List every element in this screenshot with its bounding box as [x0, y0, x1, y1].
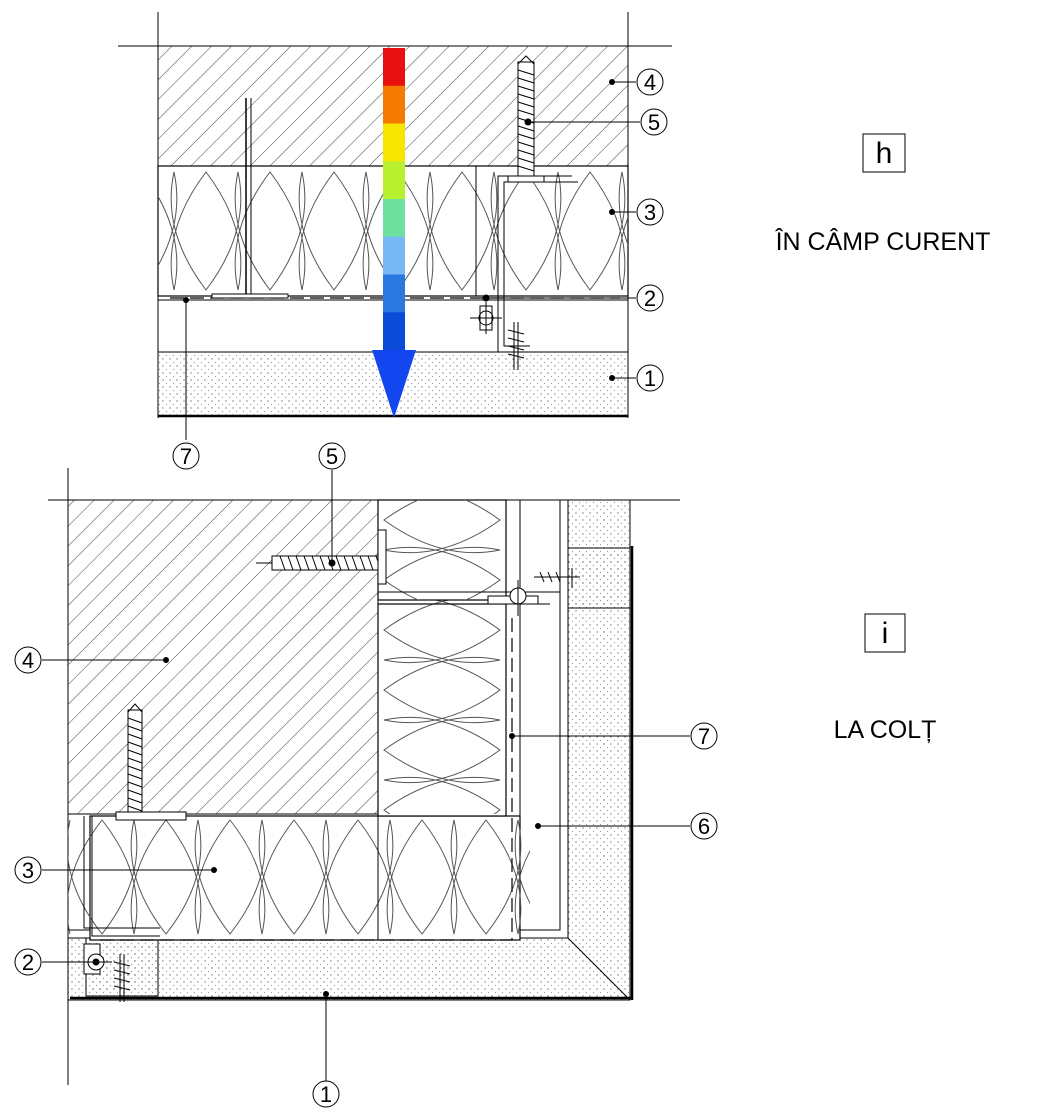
callout-h-3: 3: [636, 198, 664, 226]
insulation-pin-h: [211, 98, 289, 299]
callout-i-6: 6: [690, 812, 718, 840]
callout-i-7: 7: [690, 722, 718, 750]
svg-text:4: 4: [644, 70, 656, 95]
heat-arrow-band: [383, 48, 405, 87]
heat-arrow-band: [383, 236, 405, 275]
bracket-i-top: [378, 568, 580, 616]
svg-text:i: i: [882, 617, 889, 650]
insulation-i-bottom: [68, 815, 530, 941]
insulation-i-right: [377, 600, 507, 817]
callout-h-5: 5: [640, 108, 668, 136]
svg-text:2: 2: [644, 286, 656, 311]
callout-h-2: 2: [636, 284, 664, 312]
svg-text:h: h: [876, 137, 893, 170]
anchor-dowel-i-top: [256, 529, 387, 585]
heat-flow-arrow: [383, 48, 405, 351]
svg-text:1: 1: [644, 366, 656, 391]
insulation-i-top: [377, 499, 507, 601]
panel-i-label: i: [864, 613, 906, 653]
panel-i-section: 5 4 7 6 3 2 1: [14, 442, 718, 1108]
svg-text:5: 5: [648, 110, 660, 135]
panel-h-label: h: [862, 133, 906, 173]
callout-i-2: 2: [14, 948, 42, 976]
heat-flow-arrow-head: [372, 350, 416, 418]
heat-arrow-band: [383, 199, 405, 238]
panel-i-caption: LA COLȚ: [834, 716, 937, 744]
callout-i-4: 4: [14, 646, 42, 674]
heat-arrow-band: [383, 123, 405, 162]
svg-text:3: 3: [644, 200, 656, 225]
svg-text:7: 7: [698, 724, 710, 749]
panel-h-section: 4 5 3 2 1 7: [118, 12, 672, 470]
svg-text:5: 5: [326, 444, 338, 469]
air-gap-i: [67, 499, 569, 939]
callout-i-5: 5: [318, 442, 346, 470]
bracket-h: [470, 175, 578, 370]
anchor-dowel-i-bottom: [115, 703, 187, 821]
svg-text:4: 4: [22, 648, 34, 673]
heat-arrow-band: [383, 274, 405, 313]
svg-text:2: 2: [22, 950, 34, 975]
svg-text:3: 3: [22, 858, 34, 883]
heat-arrow-band: [383, 85, 405, 124]
membrane-i: [100, 612, 513, 941]
svg-text:6: 6: [698, 814, 710, 839]
svg-text:1: 1: [320, 1082, 332, 1107]
heat-arrow-band: [383, 161, 405, 200]
masonry-wall-i: [67, 499, 379, 815]
callout-h-1: 1: [636, 364, 664, 392]
panel-h-caption: ÎN CÂMP CURENT: [775, 227, 991, 256]
callout-i-1: 1: [312, 1080, 340, 1108]
callout-h-7: 7: [172, 442, 200, 470]
callout-i-3: 3: [14, 856, 42, 884]
svg-text:7: 7: [180, 444, 192, 469]
heat-arrow-band: [383, 312, 405, 351]
callout-h-4: 4: [636, 68, 664, 96]
